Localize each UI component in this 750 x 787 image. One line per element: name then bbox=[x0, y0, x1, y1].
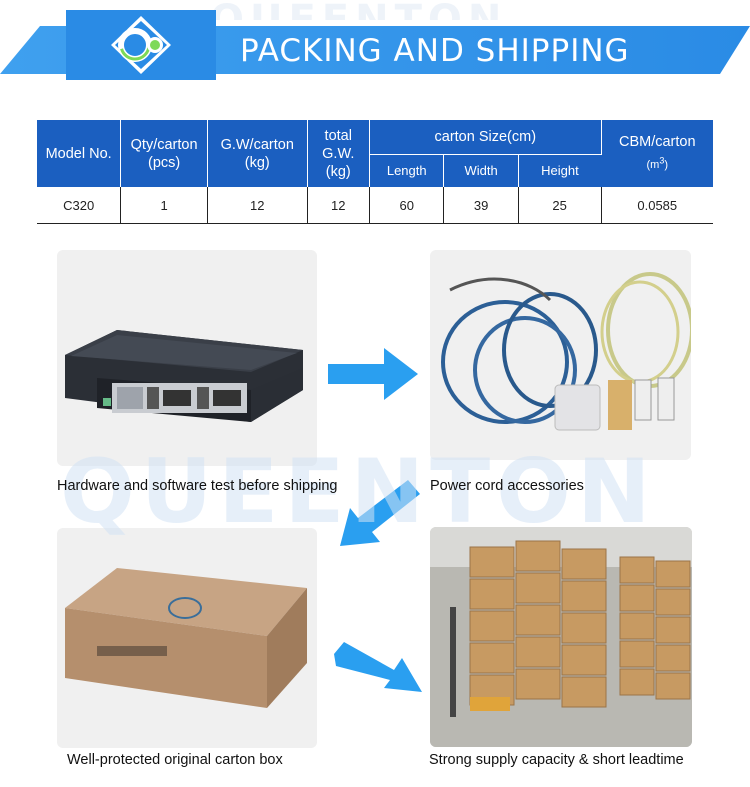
hardware-test-panel bbox=[57, 250, 317, 466]
page-title: PACKING AND SHIPPING bbox=[240, 33, 630, 69]
watermark-center: QUEENTON bbox=[60, 440, 657, 543]
cell-total-gw: 12 bbox=[307, 187, 371, 224]
logo-box bbox=[66, 10, 216, 80]
cell-model: C320 bbox=[37, 187, 122, 224]
header-cbm: CBM/carton(m3) bbox=[601, 120, 713, 187]
header-model: Model No. bbox=[37, 120, 122, 187]
warehouse-pallets-image bbox=[430, 527, 692, 747]
cell-width: 39 bbox=[443, 187, 519, 224]
caption-power: Power cord accessories bbox=[430, 478, 584, 494]
caption-supply: Strong supply capacity & short leadtime bbox=[429, 752, 684, 768]
watermark-top: QUEENTON bbox=[210, 0, 507, 20]
table-row: C320 1 12 12 60 39 25 0.0585 bbox=[37, 187, 713, 224]
header-height: Height bbox=[518, 154, 602, 187]
header-width: Width bbox=[443, 154, 519, 187]
header-qty: Qty/carton(pcs) bbox=[120, 120, 208, 187]
arrow-icon bbox=[328, 348, 418, 400]
carton-box-image bbox=[65, 568, 307, 708]
queenton-logo-icon bbox=[111, 16, 171, 74]
cell-height: 25 bbox=[518, 187, 602, 224]
header-carton-size: carton Size(cm) bbox=[369, 120, 602, 155]
power-cord-panel bbox=[430, 250, 691, 460]
arrow-icon bbox=[334, 642, 422, 692]
packing-spec-table: Model No. Qty/carton(pcs) G.W/carton(kg)… bbox=[37, 120, 713, 224]
cell-length: 60 bbox=[369, 187, 445, 224]
carton-box-panel bbox=[57, 528, 317, 748]
power-cord-image bbox=[441, 272, 691, 431]
header-length: Length bbox=[369, 154, 445, 187]
cell-qty: 1 bbox=[120, 187, 208, 224]
cell-gw: 12 bbox=[207, 187, 308, 224]
caption-carton: Well-protected original carton box bbox=[67, 752, 283, 768]
header-gw: G.W/carton(kg) bbox=[207, 120, 308, 187]
warehouse-panel bbox=[430, 527, 692, 747]
olt-chassis-image bbox=[65, 330, 303, 422]
arrow-icon bbox=[340, 480, 420, 546]
cell-cbm: 0.0585 bbox=[637, 197, 678, 213]
caption-hardware: Hardware and software test before shippi… bbox=[57, 478, 338, 494]
